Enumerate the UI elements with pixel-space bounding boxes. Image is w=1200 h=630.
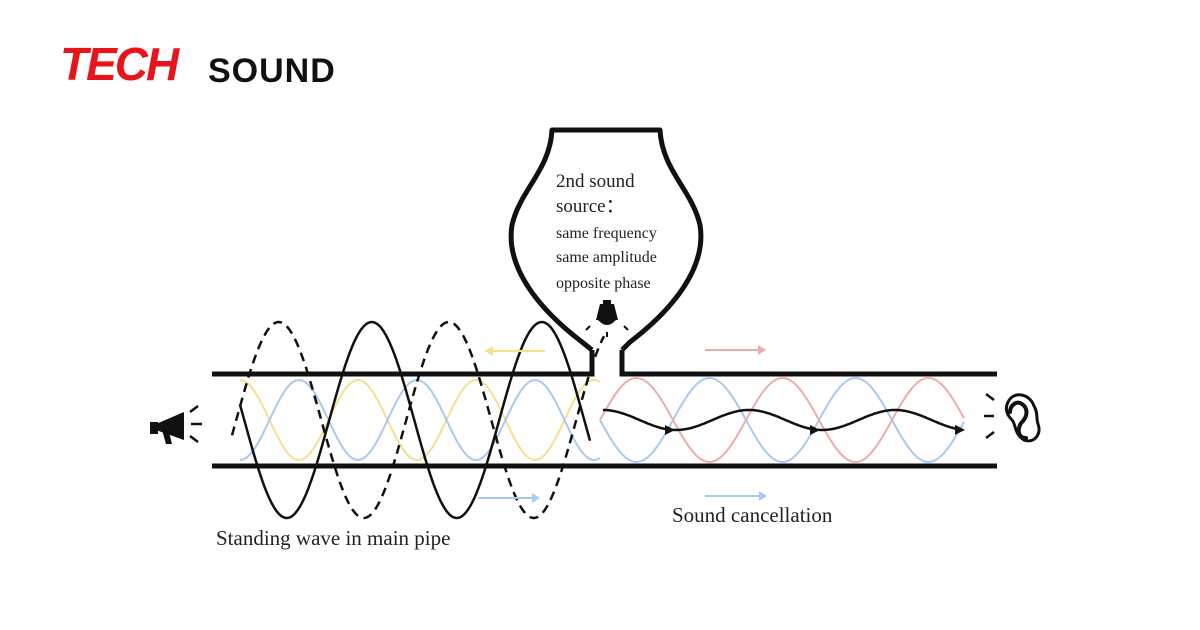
wave-yellow-left: [239, 378, 601, 461]
speaker-icon: [585, 300, 629, 337]
arrow-head-3: [955, 424, 965, 435]
arrow-head-1: [665, 424, 675, 435]
arrow-wave-line: [603, 408, 960, 432]
arrow-head-2: [810, 424, 820, 435]
logo-tech-text: TECH: [60, 38, 180, 90]
source-label-line2: source：: [556, 196, 625, 217]
cancellation-label: Sound cancellation: [672, 503, 833, 527]
side-resonator: [508, 127, 704, 352]
source-label-line5: opposite phase: [556, 275, 651, 292]
colored-waves: [239, 376, 965, 464]
standing-waves: [230, 320, 606, 520]
arrow-pink-right: [705, 345, 766, 355]
megaphone-icon: [150, 405, 202, 444]
ear-icon: [984, 393, 1041, 443]
source-label-line4: same amplitude: [556, 249, 657, 266]
standing-wave-solid: [238, 320, 592, 520]
standing-wave-label: Standing wave in main pipe: [216, 526, 450, 550]
arrow-blue-right: [705, 491, 767, 501]
cancelled-wave-arrow: [603, 408, 965, 435]
logo-sound-text: SOUND: [208, 52, 336, 90]
source-label-line3: same frequency: [556, 225, 657, 242]
wave-pink-right: [599, 376, 965, 464]
standing-wave-dashed: [230, 320, 606, 520]
source-label-line1: 2nd sound: [556, 171, 635, 192]
wave-blue-right: [599, 376, 965, 464]
direction-arrows: [478, 345, 767, 503]
arrow-blue-right-left: [478, 493, 540, 503]
pipe-top-wall-left: [212, 350, 595, 377]
wave-blue-left: [239, 379, 601, 462]
pipe-top-wall-right: [619, 350, 997, 377]
main-pipe: [212, 350, 997, 469]
techsound-logo: TECH SOUND: [60, 38, 336, 90]
arrow-yellow-left: [485, 346, 545, 356]
